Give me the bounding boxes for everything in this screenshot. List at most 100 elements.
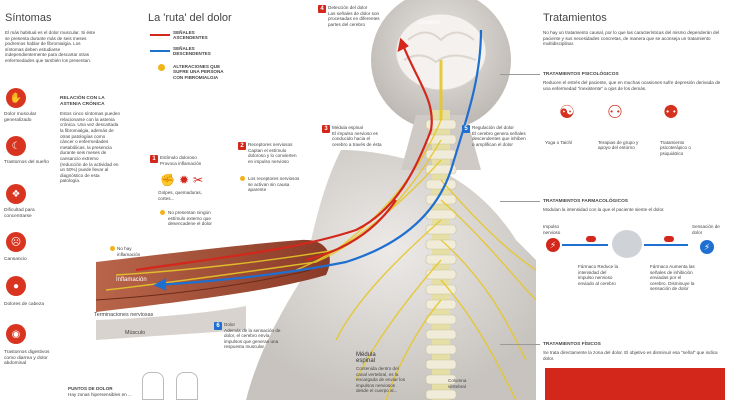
psico-item-label: Terapias de grupo y apoyo del entorno [598,140,639,151]
relacion-title: RELACIÓN CON LA ASTENIA CRÓNICA [60,96,105,107]
step-title: Receptores nerviosos [248,142,293,147]
brain-icon: ❖ [6,184,26,204]
stomach-icon: ◉ [6,324,26,344]
tired-icon: ☹ [6,232,26,252]
sintomas-title: Síntomas [5,12,52,24]
puntos-title: PUNTOS DE DOLOR [68,386,113,391]
head-icon: ● [6,276,26,296]
relacion-text: Estos cinco síntomas pueden relacionarse… [60,111,121,184]
legend-fibro-dot [158,64,165,71]
section-rule [500,344,540,345]
anatomy-figure [96,0,536,400]
medula-text: Contenida dentro del canal vertebral, es… [356,366,406,394]
step-2-text: Receptores nerviosos Captan el estímulo … [248,142,302,164]
puntos-text: Hay zonas hipersensibles en ... [68,392,132,397]
step-badge: 2 [238,142,246,150]
fisicos-title: TRATAMIENTOS FÍSICOS [543,342,601,347]
muscle-pain-icon: ✋ [6,88,26,108]
symptom-label: Dolores de cabeza [4,302,44,307]
no-inflamacion-label: No hay inflamación [117,246,141,257]
fisicos-text: Se trata directamente la zona del dolor.… [543,350,718,361]
brain-icon [612,230,642,258]
pill-icon [586,236,596,242]
musculo-label: Músculo [125,330,146,336]
step-desc: Además de la sensación de dolor, el cere… [224,327,281,350]
step-title: Dolor [224,322,235,327]
symptom-label: Trastornos digestivos como diarrea y dol… [4,350,50,367]
flow-line [562,244,608,246]
flow-line [644,244,688,246]
tratamientos-intro: No hay un tratamiento causal, por lo que… [543,30,720,47]
relacion-block: RELACIÓN CON LA ASTENIA CRÓNICA Estos ci… [60,96,120,184]
tratamientos-title: Tratamientos [543,12,607,24]
lightning-icon: ⚡ [546,238,560,252]
lightning-icon: ⚡ [700,240,714,254]
step-desc: Las señales de dolor son procesadas en d… [328,10,380,27]
legend-ascending-label: SEÑALES ASCENDENTES [173,30,208,41]
cerebro-label: Cerebro [418,20,440,26]
step-1-text: Estímulo doloroso Provoca inflamación [160,155,215,166]
stimulus-icons: ✊✹✂ [160,173,208,187]
step-title: Detección del dolor [328,5,368,10]
farma-f2-text: Fármaco Aumenta las señales de inhibició… [650,264,695,292]
symptom-label: Dificultad para concentrarse [4,208,35,219]
therapy-icon: ⚉ [662,101,680,122]
step-3-text: Médula espinal El impulso nervioso es co… [332,125,382,147]
step-5-text: Regulación del dolor El cerebro genera s… [472,125,528,147]
descending-signals [153,29,483,291]
no-stimulus-text: No presentan ningún estímulo externo que… [168,210,212,227]
medula-title: Médula espinal [356,352,376,364]
step-4-text: Detección del dolor Las señales de dolor… [328,5,382,27]
psico-item-label: Tratamiento psicoterápico o psiquiátrico [660,140,691,156]
legend-descending-label: SEÑALES DESCENDENTES [173,46,211,57]
legend-ascending-line [150,34,170,36]
farma-title: TRATAMIENTOS FARMACOLÓGICOS [543,199,629,204]
legend-descending-line [150,50,170,52]
step-badge: 1 [150,155,158,163]
psico-text: Reducen el estrés del paciente, que en m… [543,80,721,91]
farma-impulso-label: Impulso nervioso [543,224,561,235]
fibro-dot [240,176,245,181]
section-rule [500,201,540,202]
legend-fibro-label: ALTERACIONES QUE SUFRE UNA PERSONA CON F… [173,64,224,80]
columna-label: Columna vertebral [448,378,467,389]
step-title: Regulación del dolor [472,125,514,130]
body-outline-back [176,372,198,400]
back-silhouette [246,150,536,400]
body-outline-front [142,372,164,400]
bed-icon: ☾ [6,136,26,156]
fisicos-icons-strip [545,368,725,400]
symptom-label: Cansancio [4,257,27,262]
symptom-label: Trastornos del sueño [4,160,49,165]
step-desc: Captan el estímulo doloroso y lo convier… [248,147,297,164]
step-desc: El impulso nervioso es conducido hacia e… [332,130,382,147]
farma-text: Modulan la intensidad con la que el paci… [543,207,665,212]
psico-title: TRATAMIENTOS PSICOLÓGICOS [543,72,619,77]
sintomas-intro: El más habitual es el dolor muscular. Si… [5,30,96,63]
section-rule [500,74,540,75]
step-badge: 5 [462,125,470,133]
psico-item-label: Yoga o Taichí [545,140,573,145]
farma-sensacion-label: Sensación de dolor [692,224,720,235]
step-desc: Provoca inflamación [160,160,202,166]
step-title: Estímulo doloroso [160,155,197,160]
symptom-label: Dolor muscular generalizado [4,112,37,123]
ruta-title: La 'ruta' del dolor [148,12,232,24]
fibro-dot [160,210,165,215]
fibro-dot [110,246,115,251]
group-therapy-icon: ⚇ [606,101,624,122]
farma-f1-text: Fármaco Reduce la intensidad del impulso… [578,264,619,286]
step-badge: 6 [214,322,222,330]
stimulus-examples: Golpes, quemaduras, cortes... [158,190,202,201]
step-6-text: Dolor Además de la sensación de dolor, e… [224,322,282,350]
yoga-icon: ☯ [558,101,576,122]
ascending-signals [135,37,433,272]
step-badge: 4 [318,5,326,13]
inflamacion-label: Inflamación [116,277,147,283]
terminaciones-label: Terminaciones nerviosas [94,312,154,318]
pill-icon [664,236,674,242]
step-title: Médula espinal [332,125,363,130]
step-badge: 3 [322,125,330,133]
receptors-fibro-text: Los receptores nerviosos se activan sin … [248,176,300,193]
step-desc: El cerebro genera señales descendentes q… [472,130,526,147]
